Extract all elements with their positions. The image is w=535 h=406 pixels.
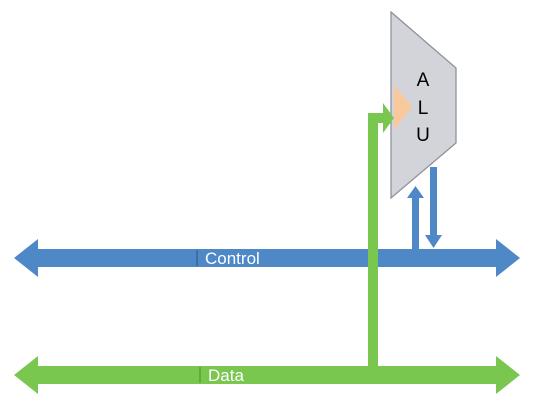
alu-letter-a: A [417,70,430,91]
data-to-alu-horizontal [368,113,384,123]
alu-input-triangle [394,85,412,130]
data-to-alu-vertical [368,113,378,367]
control-bus-arrow [14,239,520,277]
data-bus-label: Data [208,366,244,385]
alu-body [390,10,457,200]
alu-to-control-arrowhead [425,235,442,248]
data-to-alu-arrowhead [383,103,394,133]
alu-letter-l: L [418,98,429,119]
alu-letter-u: U [416,125,430,146]
data-bus-arrow [14,356,520,394]
control-to-alu-shaft [412,198,419,250]
alu-to-control-shaft [430,167,437,235]
control-to-alu-arrowhead [407,186,424,198]
control-bus-label: Control [205,249,260,268]
